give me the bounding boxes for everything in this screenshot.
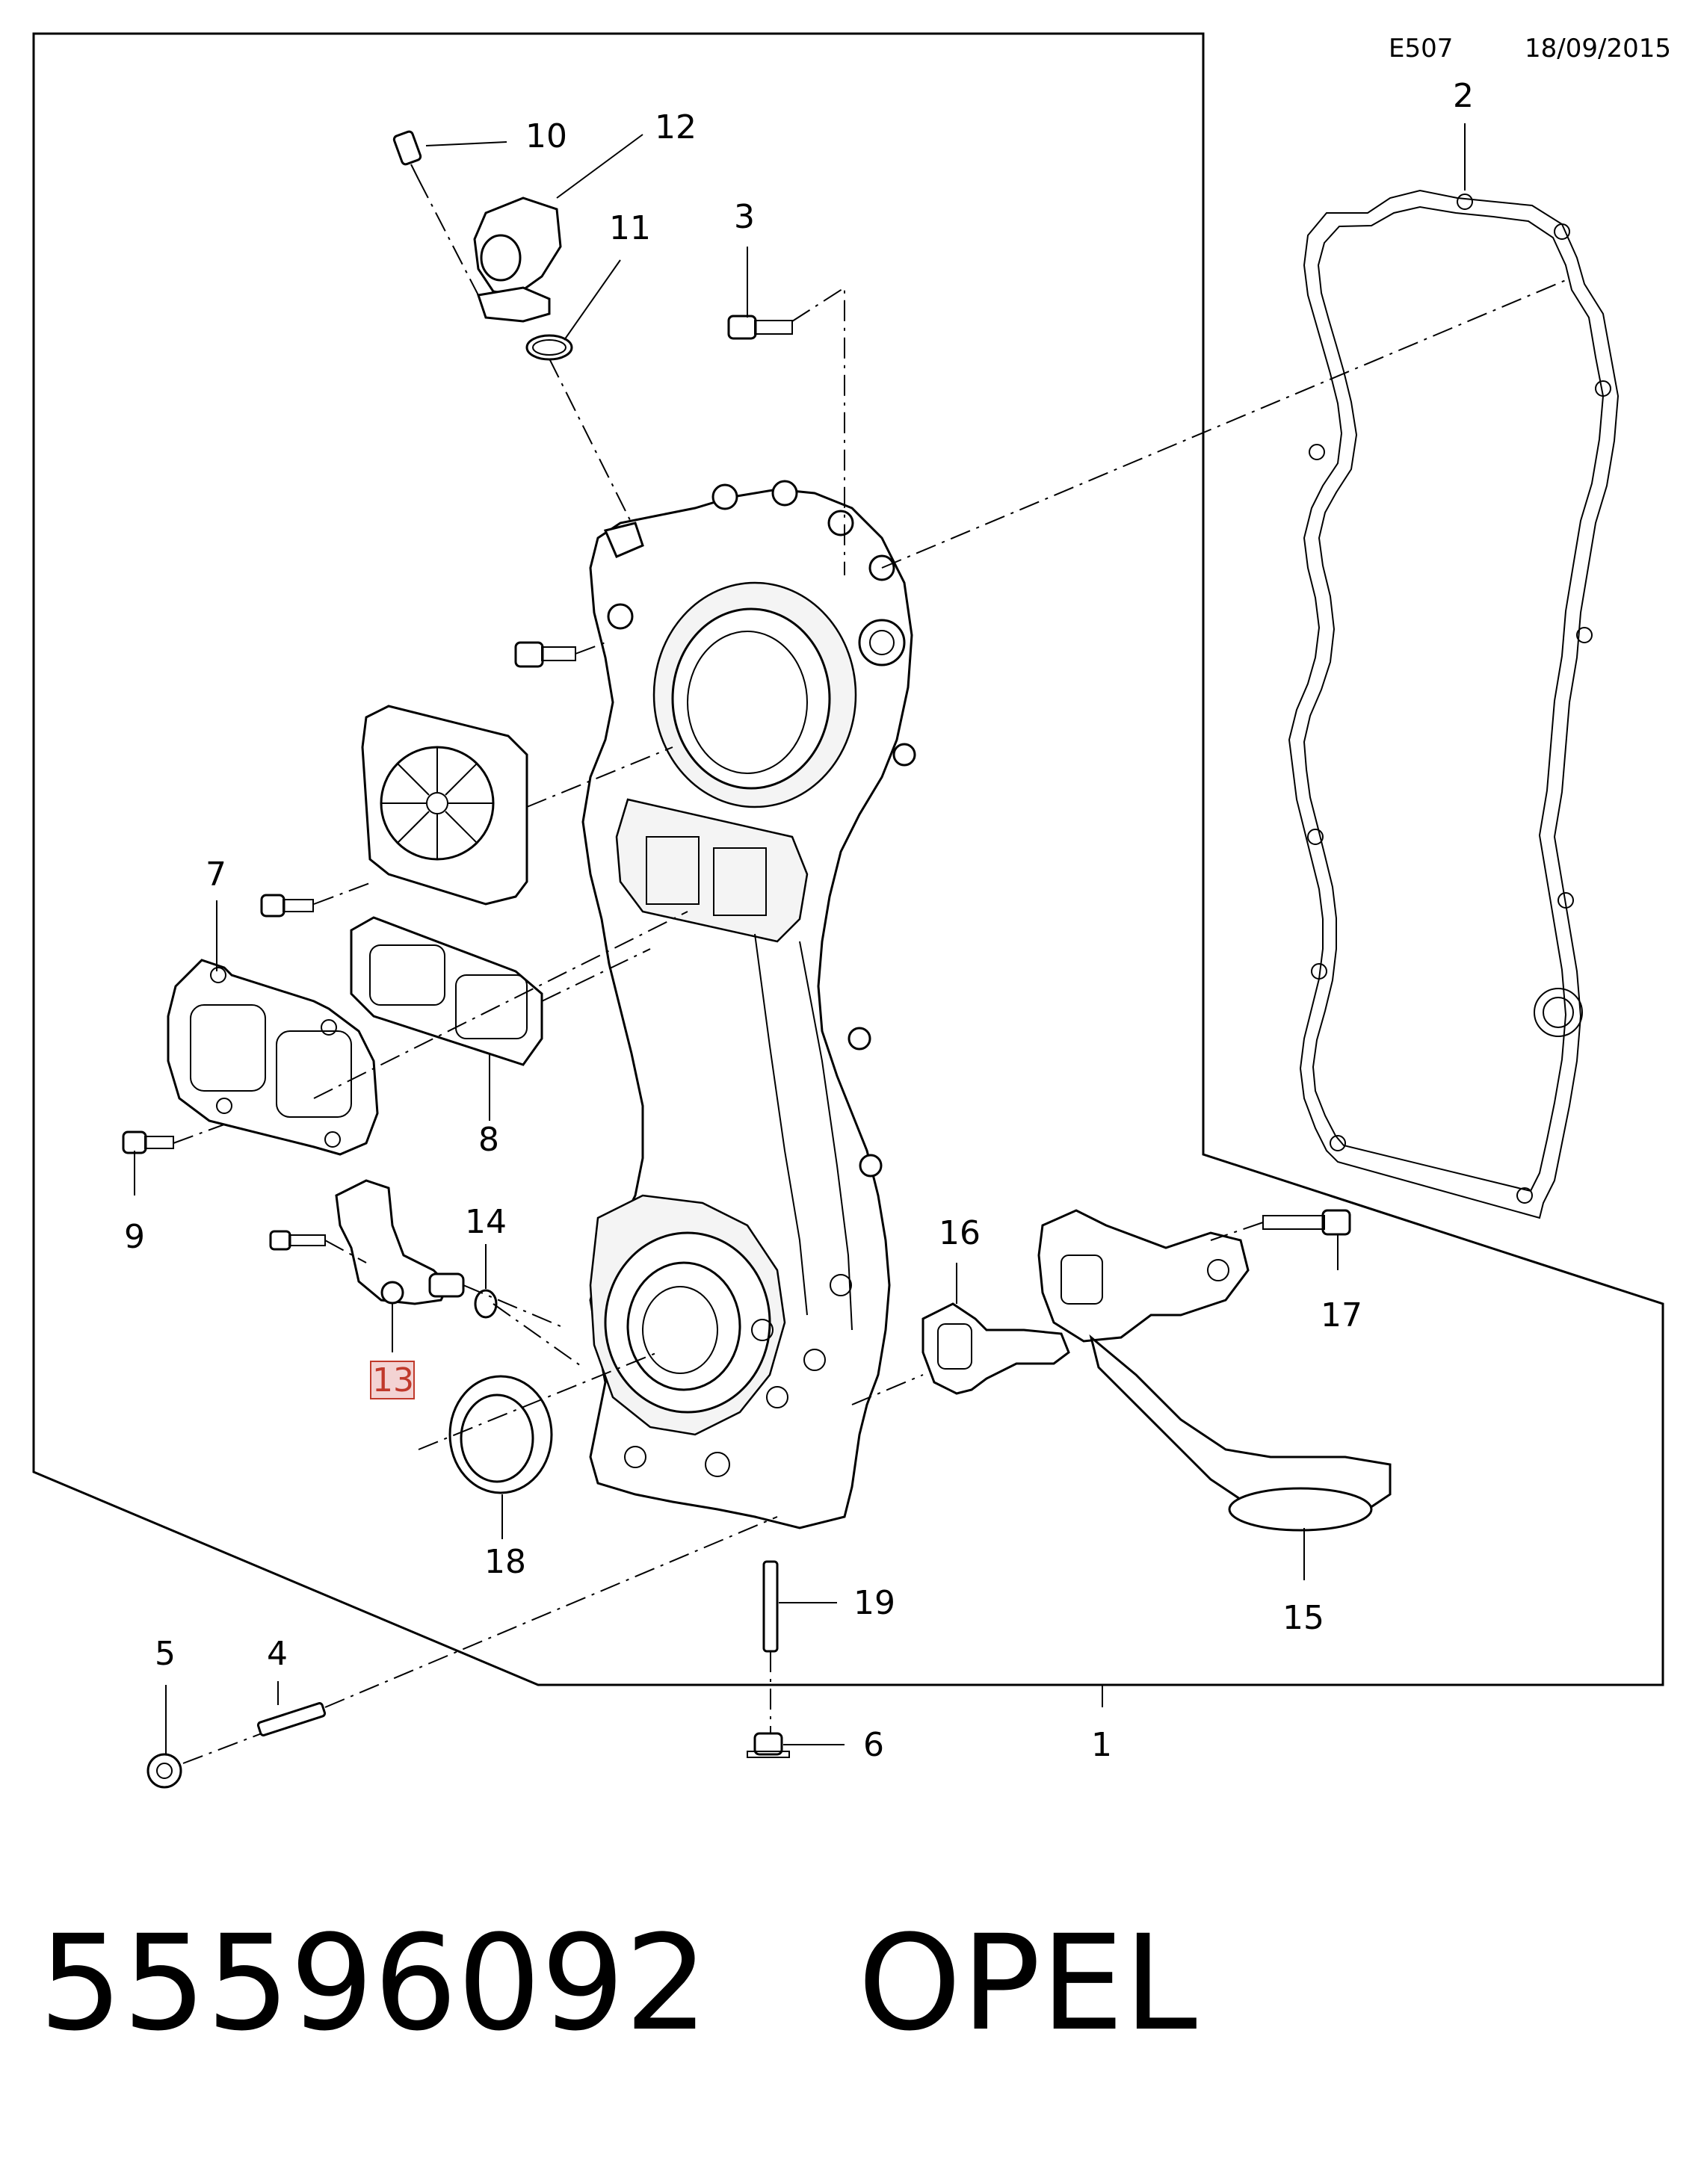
bolt-3: [727, 315, 793, 340]
part-number: 55596092: [39, 1907, 708, 2060]
control-valve-13: [335, 1179, 465, 1305]
callout-14: 14: [465, 1203, 507, 1241]
callout-5: 5: [155, 1635, 176, 1673]
highlight-box-13: [370, 1361, 415, 1399]
oil-seal-18: [448, 1375, 553, 1494]
callout-13: 13: [372, 1361, 414, 1399]
callout-18: 18: [484, 1543, 526, 1581]
callouts: 2 10 12 11 3 7 8 9 14 16 17 13 18 19 15 …: [124, 77, 1474, 1764]
gasket-8: [350, 916, 543, 1066]
callout-15: 15: [1282, 1599, 1324, 1637]
seal-ring-14: [474, 1289, 498, 1319]
bolt-left-upper: [514, 641, 576, 668]
callout-9: 9: [124, 1218, 145, 1256]
callout-8: 8: [478, 1121, 499, 1159]
assembly-frame: [32, 32, 1664, 1686]
oil-pickup-15: [1037, 1209, 1392, 1532]
bolt-10: [392, 130, 422, 180]
nut-6: [747, 1732, 790, 1758]
nut-5: [146, 1753, 182, 1789]
stud-4: [256, 1702, 327, 1736]
gasket-7: [167, 959, 379, 1156]
brand-name: OPEL: [857, 1907, 1197, 2060]
diagram-code: E507: [1389, 34, 1453, 64]
stud-19: [762, 1560, 779, 1653]
front-cover-casting: [581, 480, 916, 1529]
callout-10: 10: [525, 117, 567, 155]
callout-17: 17: [1321, 1296, 1362, 1334]
housing-12: [473, 197, 562, 323]
cover-plate: [361, 705, 528, 906]
callout-16: 16: [939, 1214, 981, 1252]
callout-3: 3: [734, 198, 755, 236]
callout-12: 12: [655, 108, 697, 146]
small-bolt-9: [122, 1130, 174, 1154]
bolt-17: [1262, 1209, 1351, 1236]
callout-7: 7: [206, 856, 226, 894]
callout-6: 6: [863, 1726, 884, 1764]
front-cover-gasket: [1288, 189, 1620, 1219]
callout-2: 2: [1453, 77, 1474, 115]
bolt-13-left: [269, 1230, 326, 1251]
assembly-lines: [173, 179, 1566, 1764]
callout-4: 4: [267, 1635, 288, 1673]
diagram-date: 18/09/2015: [1525, 34, 1671, 64]
leader-lines: [134, 123, 1466, 1754]
callout-19: 19: [853, 1584, 895, 1622]
callout-11: 11: [609, 209, 651, 247]
small-bolt-upper: [260, 894, 314, 918]
callout-1: 1: [1091, 1726, 1112, 1764]
part-number-caption: 55596092 OPEL: [39, 1909, 1347, 2058]
gasket-16: [921, 1302, 1070, 1395]
